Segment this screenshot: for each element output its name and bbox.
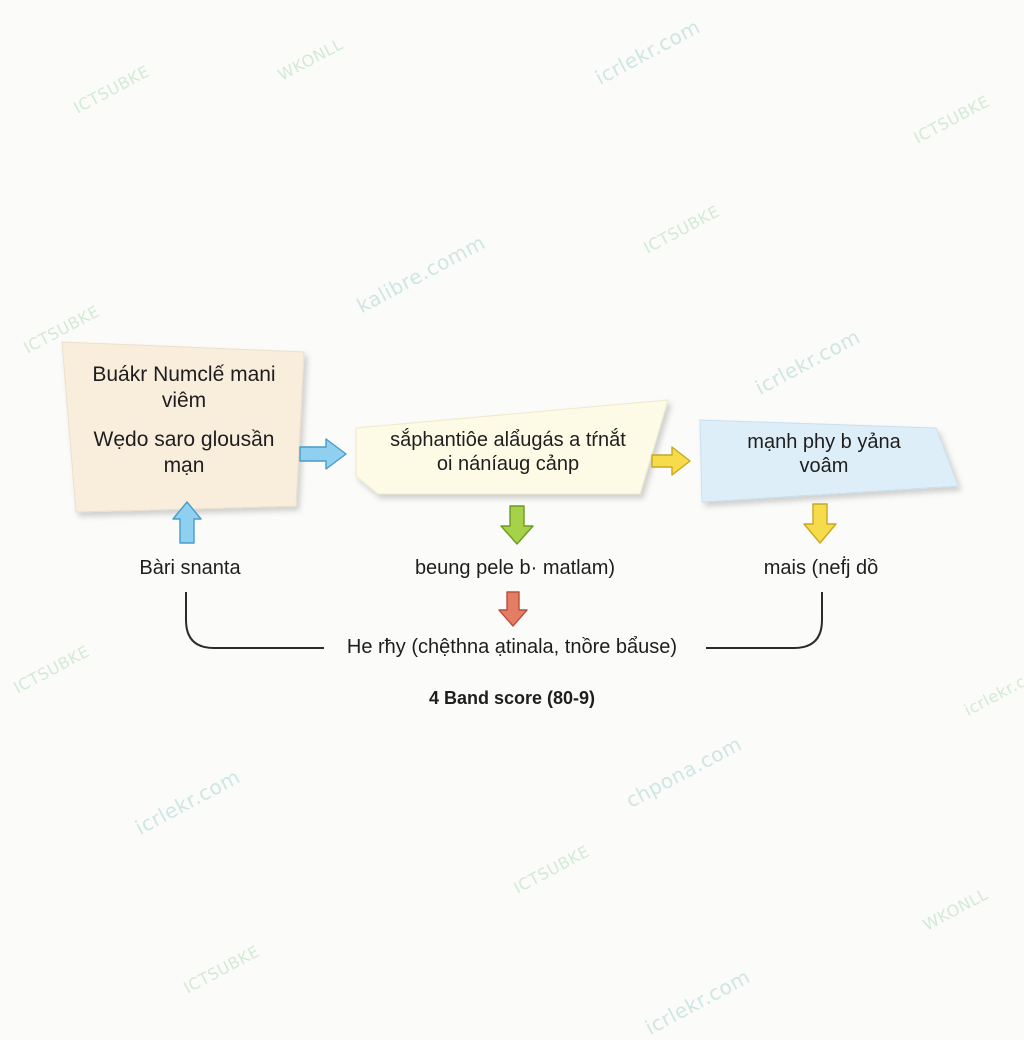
box-left-line: mạn <box>163 453 205 477</box>
box-middle-text: sắphantiôe alẩugás a tŕnắt oi náníaug cả… <box>358 428 658 477</box>
box-left-line: viêm <box>161 388 207 412</box>
arrow-down-yellow <box>803 503 837 544</box>
box-left-line: Buákr Numclế mani <box>92 363 276 386</box>
label-right: mais (neḟj dồ <box>763 557 879 579</box>
arrow-right-yellow <box>651 446 691 476</box>
box-middle-line: sắphantiôe alẩugás a tŕnắt <box>390 429 626 451</box>
box-right-text: mạnh phy b yảna voâm <box>712 430 936 479</box>
arrow-down-red <box>498 591 528 627</box>
label-bottom: He rħy (chệthna ạtinala, tnồre bẩuse) <box>324 636 700 659</box>
box-left <box>61 341 305 513</box>
label-left: Bàri snanta <box>139 557 241 579</box>
arrow-down-green <box>500 505 534 545</box>
box-left-text: Buákr Numclế mani viêm Wẹdo saro glousần… <box>76 362 292 478</box>
arrow-up-blue <box>172 501 202 544</box>
arrow-right-blue <box>299 438 347 470</box>
box-right <box>699 419 959 503</box>
box-right-line: voâm <box>799 455 849 478</box>
bracket-connector <box>185 592 823 649</box>
box-left-line: Wẹdo saro glousần <box>93 428 275 452</box>
box-right-line: mạnh phy b yảna <box>747 431 901 453</box>
box-middle-line: oi náníaug cảnp <box>436 453 580 476</box>
label-middle: beung pele b· matlam) <box>414 557 616 579</box>
box-middle <box>355 399 669 495</box>
band-score-label: 4 Band score (80-9) <box>428 688 596 708</box>
